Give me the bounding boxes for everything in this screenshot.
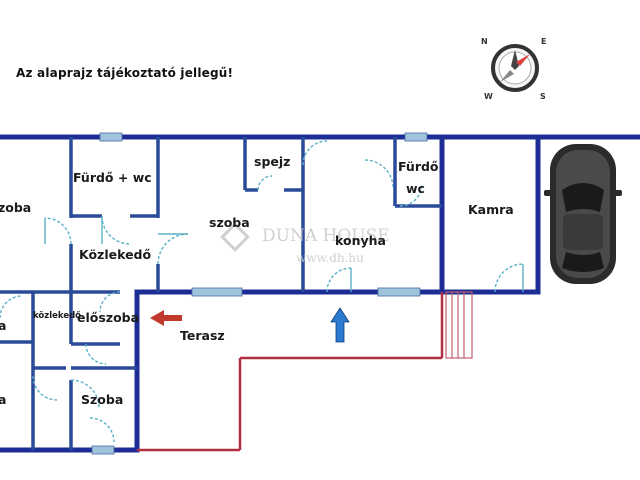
watermark-url: www.dh.hu: [296, 251, 364, 265]
compass-e-label: E: [541, 37, 546, 46]
room-label-szoba-left: zoba: [0, 200, 31, 215]
room-label-kozlekedo: Közlekedő: [79, 247, 151, 262]
room-label-szoba-bottom: Szoba: [81, 392, 123, 407]
car-icon: [544, 144, 622, 284]
room-label-a2: a: [0, 392, 6, 407]
room-label-a1: a: [0, 318, 6, 333]
room-label-szoba: szoba: [209, 215, 250, 230]
compass-icon: N E S W: [481, 37, 546, 101]
disclaimer-note: Az alaprajz tájékoztató jellegű!: [16, 66, 234, 80]
compass-n-label: N: [481, 37, 488, 46]
compass-s-label: S: [540, 92, 546, 101]
room-label-terasz: Terasz: [180, 328, 225, 343]
room-label-furdo: Fürdő: [398, 159, 439, 174]
terrace-outline: [137, 292, 444, 452]
room-label-konyha: konyha: [335, 233, 386, 248]
entrance-arrow-icon: [150, 310, 182, 326]
windows: [91, 132, 428, 455]
room-label-kamra: Kamra: [468, 202, 514, 217]
watermark: DUNA HOUSE www.dh.hu: [220, 222, 390, 265]
compass-w-label: W: [484, 92, 493, 101]
room-label-wc: wc: [406, 181, 425, 196]
room-label-spejz: spejz: [254, 154, 290, 169]
doors: [0, 140, 524, 443]
entrance-arrow-up-icon: [330, 307, 350, 343]
room-label-eloszoba: előszoba: [77, 310, 139, 325]
room-label-kozlekedo-small: közlekedő: [33, 311, 81, 321]
room-label-furdo-wc: Fürdő + wc: [73, 170, 152, 185]
watermark-brand: DUNA HOUSE: [262, 226, 390, 246]
terrace-steps: [445, 291, 473, 359]
